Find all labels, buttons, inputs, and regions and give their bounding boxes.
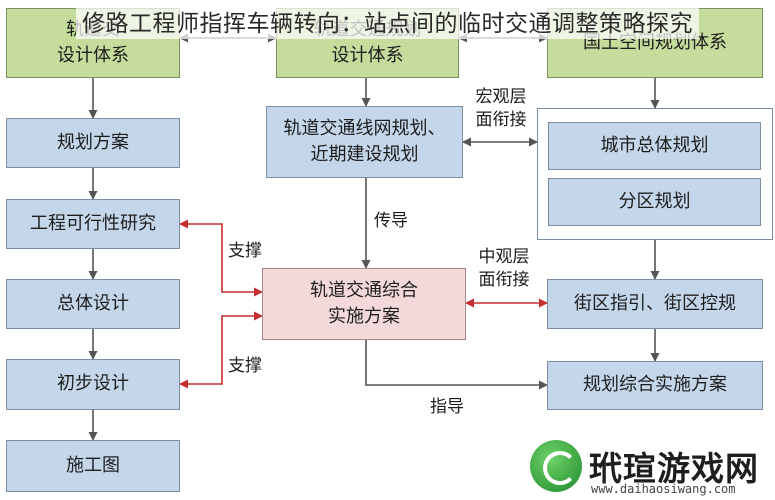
node-comprehensive-plan: 规划综合实施方案 — [547, 361, 763, 410]
label-guide: 指导 — [430, 397, 464, 417]
node-district-plan: 分区规划 — [548, 178, 761, 226]
node-construction-drawing: 施工图 — [6, 440, 180, 492]
label-support-lower: 支撑 — [228, 356, 262, 376]
node-overall-design: 总体设计 — [6, 279, 180, 329]
node-label: 规划方案 — [57, 131, 129, 153]
label-meso-link: 中观层 面衔接 — [478, 247, 530, 290]
site-logo-icon — [530, 440, 582, 492]
node-plan-scheme: 规划方案 — [6, 118, 180, 168]
node-label: 轨道交通综合 实施方案 — [310, 279, 418, 327]
page-title: 修路工程师指挥车辆转向：站点间的临时交通调整策略探究 — [0, 0, 775, 42]
watermark: 玳瑄游戏网 www.daihaosiwang.com — [527, 436, 772, 498]
arrow-integrated-comprehensive — [365, 340, 548, 390]
watermark-name: 玳瑄游戏网 — [589, 449, 759, 488]
node-integrated-implementation: 轨道交通综合 实施方案 — [262, 268, 466, 340]
node-label: 施工图 — [66, 454, 120, 476]
node-feasibility-study: 工程可行性研究 — [6, 199, 180, 249]
node-label: 总体设计 — [57, 292, 129, 314]
label-macro-link: 宏观层 面衔接 — [475, 87, 527, 130]
title-text: 修路工程师指挥车辆转向：站点间的临时交通调整策略探究 — [76, 3, 699, 39]
label-support-upper: 支撑 — [228, 241, 262, 261]
node-label: 城市总体规划 — [600, 134, 709, 156]
node-network-plan: 轨道交通线网规划、 近期建设规划 — [266, 106, 463, 178]
node-label: 轨道交通线网规划、 近期建设规划 — [283, 117, 446, 165]
node-block-guidance: 街区指引、街区控规 — [547, 279, 763, 329]
arrow-support-feasibility — [179, 219, 263, 297]
node-label: 规划综合实施方案 — [583, 374, 727, 396]
node-city-master-plan: 城市总体规划 — [548, 122, 761, 170]
node-label: 分区规划 — [618, 190, 691, 212]
arrow-support-prelim — [179, 311, 263, 389]
node-label: 街区指引、街区控规 — [574, 292, 736, 314]
node-preliminary-design: 初步设计 — [6, 359, 180, 410]
watermark-url: www.daihaosiwang.com — [591, 482, 736, 496]
label-transmit: 传导 — [374, 211, 408, 231]
node-label: 初步设计 — [57, 373, 129, 395]
node-label: 工程可行性研究 — [30, 212, 156, 234]
